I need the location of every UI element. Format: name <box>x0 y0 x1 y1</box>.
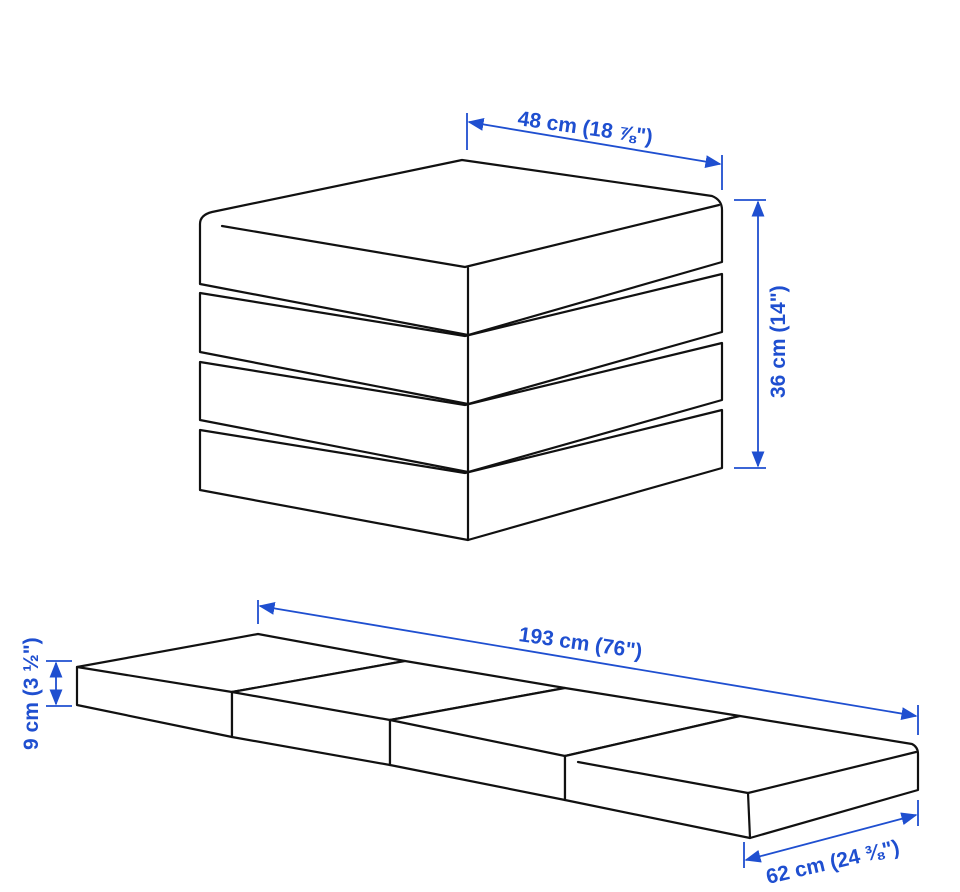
dimension-label-unfolded-width: 62 cm (24 ⅜") <box>764 836 902 889</box>
folded-segment-4 <box>198 408 724 542</box>
dimension-label-folded-width: 48 cm (18 ⅞") <box>516 107 654 149</box>
dimension-label-thickness: 9 cm (3 ½") <box>20 637 43 750</box>
folded-segment-3 <box>198 341 724 474</box>
dimension-label-folded-height: 36 cm (14") <box>767 285 790 398</box>
dimension-36cm: 36 cm (14") <box>734 199 790 469</box>
dimension-label-unfolded-length: 193 cm (76") <box>517 623 643 663</box>
folded-segment-1 <box>198 158 724 337</box>
folded-mattress-stack <box>198 158 724 542</box>
unfolded-mattress <box>75 632 920 840</box>
unfolded-segment-4 <box>563 714 920 840</box>
folded-segment-2 <box>198 272 724 406</box>
dimension-9cm: 9 cm (3 ½") <box>20 637 72 750</box>
